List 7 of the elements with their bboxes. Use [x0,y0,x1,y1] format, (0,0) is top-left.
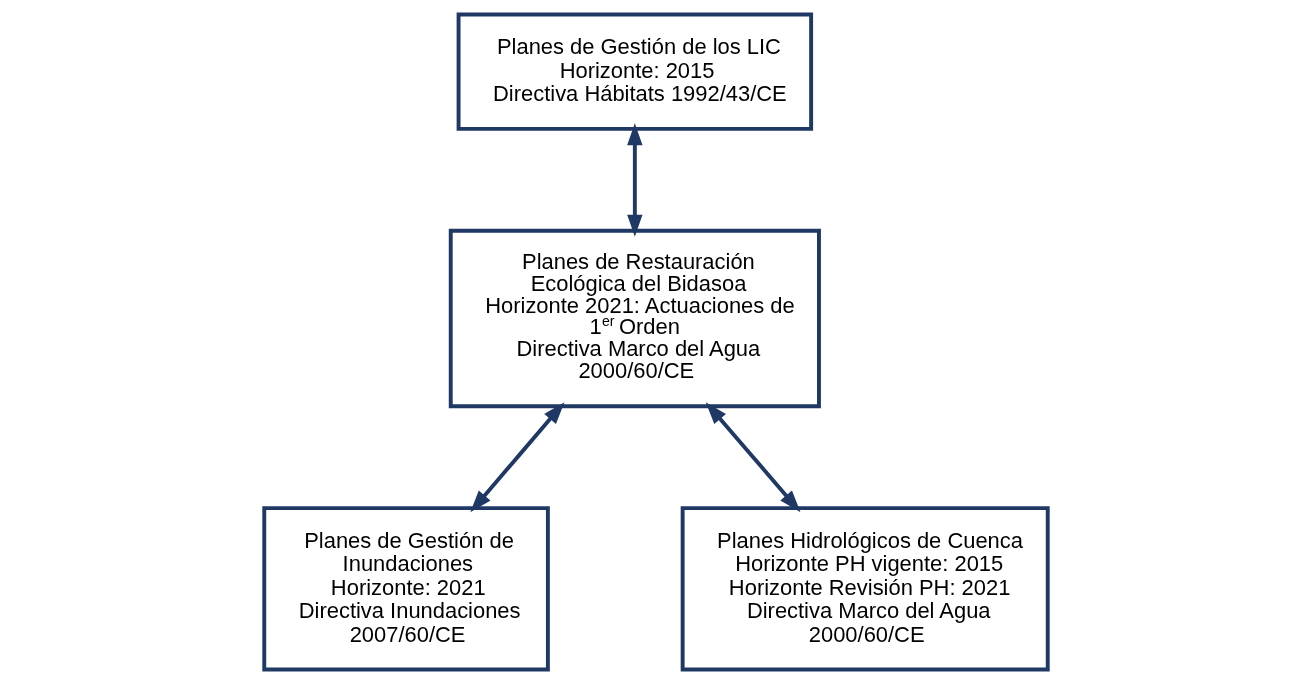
node-box: Planes de Gestión de los LIC Horizonte: 2015 Directiva Hábitats 1992/43/CE [456,12,813,131]
arrow [626,123,643,237]
arrow [469,402,564,513]
arrow [705,402,800,513]
node-box: Planes Hidrológicos de Cuenca Horizonte PH vigente: 2015 Horizonte Revisión PH: 2021 Directiva Marco del Agua 2000/60/CE [680,506,1050,672]
node-box: Planes de Gestión de Inundaciones Horizonte: 2021 Directiva Inundaciones 2007/60/CE [261,506,550,672]
node-box: Planes de Restauración Ecológica del Bidasoa Horizonte 2021: Actuaciones de 1$^{er}$ Orden Directiva Marco del Agua 2000/60/CE [448,228,821,409]
